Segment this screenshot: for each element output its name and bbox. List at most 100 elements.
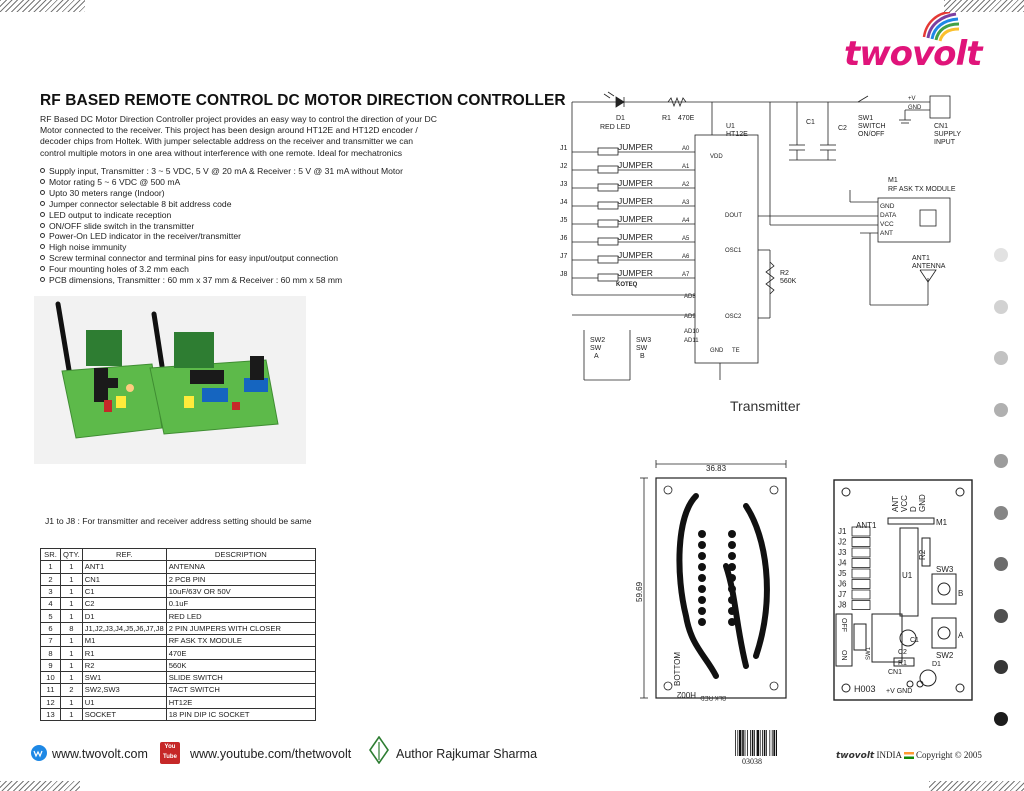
ic-address-pin: A3 <box>682 200 690 206</box>
feature-item: ON/OFF slide switch in the transmitter <box>40 221 565 232</box>
index-dot <box>994 505 1008 520</box>
cell-description: RF ASK TX MODULE <box>165 634 317 648</box>
index-dot <box>994 402 1008 417</box>
sw2-a: A <box>594 353 599 360</box>
cn1-text-a: SUPPLY <box>934 131 961 138</box>
jumper-label: J6 <box>560 235 568 242</box>
d1-label: D1 <box>616 115 625 122</box>
cell-sr: 2 <box>40 572 61 586</box>
pcb-jumper-pad <box>851 600 871 610</box>
cell-ref: J1,J2,J3,J4,J5,J6,J7,J8 <box>81 621 167 636</box>
pcb-jumper-pad <box>851 568 871 579</box>
cell-qty: 1 <box>60 584 83 599</box>
barcode-bar <box>759 730 761 756</box>
page-title: RF BASED REMOTE CONTROL DC MOTOR DIRECTI… <box>40 92 566 109</box>
pcb-pad <box>698 552 706 560</box>
jumper-label: J3 <box>560 181 568 188</box>
jumper-text: JUMPER <box>618 178 653 188</box>
web-globe-icon <box>31 745 47 761</box>
index-dot <box>994 454 1008 468</box>
pcb-jumper-pad <box>851 579 871 589</box>
barcode-bar <box>763 730 766 756</box>
intro-line: control multiple motors in one area with… <box>40 147 403 158</box>
bullet-icon <box>40 244 45 250</box>
cell-description: TACT SWITCH <box>165 683 317 697</box>
index-dot <box>994 711 1008 726</box>
m1-desc: RF ASK TX MODULE <box>888 186 956 193</box>
col-header-qty: QTY. <box>60 547 83 562</box>
website-link[interactable]: www.twovolt.com <box>52 747 148 761</box>
pcb-jumper-pad <box>851 589 871 600</box>
cell-description: HT12E <box>165 695 317 709</box>
pcb-top-ant: ANT <box>891 496 900 512</box>
pcb-top-r1: R1 <box>898 660 907 667</box>
antenna-label: ANTENNA <box>912 263 946 270</box>
m1-pin-ant: ANT <box>880 230 893 237</box>
barcode-bar <box>737 730 739 756</box>
cell-ref: SOCKET <box>81 707 167 722</box>
cell-ref: U1 <box>81 695 167 709</box>
barcode-bar <box>756 730 759 756</box>
pcb-pad <box>698 530 706 538</box>
pcb-top-c1: C1 <box>910 637 919 644</box>
bullet-icon <box>40 255 45 261</box>
address-setting-note: J1 to J8 : For transmitter and receiver … <box>45 516 312 526</box>
cell-sr: 5 <box>40 609 61 623</box>
pcb-jumper-pad <box>851 526 871 537</box>
pcb-bottom-code: H002 <box>676 690 696 699</box>
jumper-symbol <box>597 273 619 282</box>
feature-item: Motor rating 5 ~ 6 VDC @ 500 mA <box>40 177 565 188</box>
index-dot <box>994 248 1008 262</box>
cell-sr: 3 <box>40 584 61 599</box>
cell-qty: 1 <box>60 646 83 660</box>
ic-address-pin: A2 <box>682 182 690 188</box>
ic-pin-osc1: OSC1 <box>725 248 742 254</box>
pcb-bottom-layout: 36.83 59.69 BOTTOM H002 BLK RED <box>636 460 787 700</box>
transmitter-schematic: D1 RED LED R1 470E U1 HT12E C1 C2 SW1 SW… <box>560 91 961 381</box>
ic-address-pin: A4 <box>682 218 690 224</box>
jumper-label: J5 <box>560 217 568 224</box>
cell-sr: 6 <box>40 621 61 636</box>
sw1-label: SW1 <box>858 115 873 122</box>
jumper-label: J1 <box>560 145 568 152</box>
youtube-link[interactable]: www.youtube.com/thetwovolt <box>190 747 352 761</box>
logo-wordmark: twovolt <box>844 34 982 74</box>
sw1-text-a: SWITCH <box>858 123 886 130</box>
gnd-label: GND <box>908 105 922 111</box>
pcb-pad <box>698 563 706 571</box>
ic-address-pin: A6 <box>682 254 690 260</box>
pcb-top-gnd: GND <box>918 494 927 512</box>
m1-pin-gnd: GND <box>880 203 895 210</box>
jumper-symbol <box>597 201 619 210</box>
pcb-top-u1: U1 <box>902 571 913 580</box>
cell-description: RED LED <box>165 609 317 623</box>
india-flag-icon <box>903 752 914 759</box>
u1-label: U1 <box>726 123 735 130</box>
col-header-sr: SR. <box>40 547 61 562</box>
cell-sr: 12 <box>40 695 61 709</box>
youtube-icon: You Tube <box>160 742 180 764</box>
cell-qty: 1 <box>60 658 83 672</box>
barcode-number: 03038 <box>742 757 762 766</box>
corner-hatch-bottom-left <box>0 781 80 791</box>
sw3-text: SW <box>636 345 648 352</box>
cell-qty: 1 <box>60 634 83 648</box>
ic-pin-osc2: OSC2 <box>725 314 742 320</box>
pcb-pad <box>728 563 736 571</box>
pcb-pad <box>698 574 706 582</box>
feature-item: Supply input, Transmitter : 3 ~ 5 VDC, 5… <box>40 166 565 177</box>
pcb-top-ant1: ANT1 <box>856 521 877 530</box>
ic-pin-gnd: GND <box>710 348 724 354</box>
cell-ref: SW2,SW3 <box>81 683 167 697</box>
cell-description: 2 PCB PIN <box>165 572 317 586</box>
cell-qty: 1 <box>60 560 83 574</box>
jumper-text: JUMPER <box>618 142 653 152</box>
jumper-text: JUMPER <box>618 250 653 260</box>
cell-sr: 13 <box>40 707 61 722</box>
feature-item: Four mounting holes of 3.2 mm each <box>40 264 565 275</box>
c1-label: C1 <box>806 119 815 126</box>
copyright-text: Copyright <box>916 750 953 760</box>
